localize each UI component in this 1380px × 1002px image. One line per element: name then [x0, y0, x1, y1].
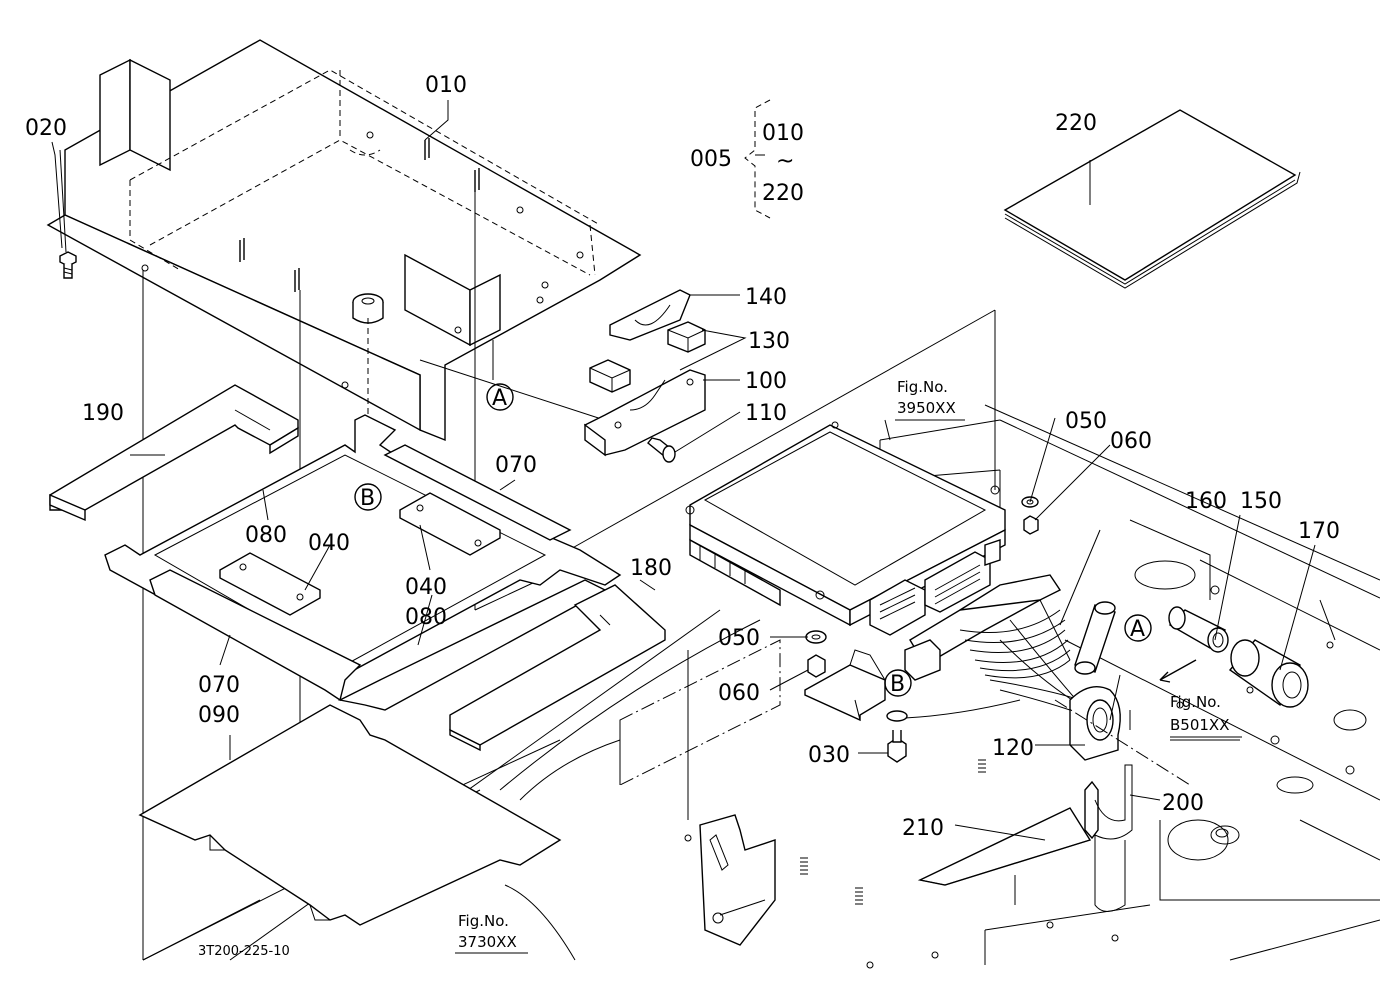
- tube-160: [1074, 601, 1116, 675]
- ref-b-mount: B: [890, 672, 905, 697]
- ref-a-cover: A: [492, 386, 507, 411]
- plate-040-b: [399, 492, 501, 556]
- callout-060-lower: 060: [718, 681, 760, 706]
- range-mark: ~: [776, 149, 794, 174]
- screw-020: [59, 149, 77, 279]
- callout-070-upper: 070: [495, 453, 537, 478]
- sheet-210: [917, 807, 1092, 905]
- callout-020: 020: [25, 116, 67, 141]
- mount-block: [804, 649, 886, 722]
- clamp-140: [609, 289, 691, 341]
- figure-refs: Fig.No. 3950XX Fig.No. B501XX Fig.No. 37…: [455, 378, 1242, 954]
- group-bracket-005: [744, 99, 771, 219]
- grommet-120: [1069, 686, 1121, 761]
- nut-060-lower: [807, 654, 826, 678]
- pad-180: [449, 584, 666, 752]
- callout-150: 150: [1240, 489, 1282, 514]
- drawing-code: 3T200-225-10: [198, 944, 290, 959]
- callout-060-upper: 060: [1110, 429, 1152, 454]
- callout-220: 220: [1055, 111, 1097, 136]
- tube-150: [1168, 606, 1229, 653]
- callout-080-lower: 080: [405, 605, 447, 630]
- fig-ref-b501-no: B501XX: [1170, 716, 1229, 734]
- callout-040-left: 040: [308, 531, 350, 556]
- callout-160: 160: [1185, 489, 1227, 514]
- panel-outline: [619, 639, 781, 786]
- clip-200: [1084, 764, 1133, 912]
- fig-ref-b501-title: Fig.No.: [1170, 693, 1221, 711]
- callout-090: 090: [198, 703, 240, 728]
- callout-190: 190: [82, 401, 124, 426]
- misc-lines: [499, 619, 1191, 961]
- callout-070-lower: 070: [198, 673, 240, 698]
- callout-200: 200: [1162, 791, 1204, 816]
- gasket-070-lower: [149, 569, 362, 702]
- plate-040-a: [219, 552, 321, 616]
- leader-lines: [51, 100, 1316, 841]
- callout-010-range: 010: [762, 121, 804, 146]
- callout-080-upper: 080: [245, 523, 287, 548]
- callout-010: 010: [425, 73, 467, 98]
- fig-ref-3950-title: Fig.No.: [897, 378, 948, 396]
- callout-labels: 010 020 005 010 ~ 220 220 140 130 100 11…: [25, 73, 1340, 841]
- callout-110: 110: [745, 401, 787, 426]
- bracket-100: [583, 369, 706, 457]
- callout-180: 180: [630, 556, 672, 581]
- fig-ref-3730-title: Fig.No.: [458, 912, 509, 930]
- controller-unit: [685, 421, 1006, 636]
- callout-130: 130: [748, 329, 790, 354]
- ref-a-harness: A: [1130, 617, 1145, 642]
- callout-170: 170: [1298, 519, 1340, 544]
- callout-050-upper: 050: [1065, 409, 1107, 434]
- screw-110: [647, 437, 676, 463]
- fig-ref-3950-no: 3950XX: [897, 399, 956, 417]
- pad-190: [49, 384, 299, 522]
- cushion-130-a: [589, 359, 631, 393]
- callout-100: 100: [745, 369, 787, 394]
- bolt-030: [886, 710, 908, 763]
- lower-bracket: [699, 814, 776, 946]
- wire-harness: [904, 574, 1086, 719]
- washer-050-lower: [805, 630, 827, 644]
- gasket-080-upper: [104, 414, 622, 691]
- ref-b-cover: B: [360, 486, 375, 511]
- callout-220-range: 220: [762, 181, 804, 206]
- chassis-frame: [684, 404, 1380, 969]
- cushion-130-b: [667, 321, 706, 353]
- ref-circles: [354, 383, 1152, 697]
- springs: [800, 759, 986, 905]
- gasket-070-upper: [383, 444, 572, 541]
- callout-050-lower: 050: [718, 626, 760, 651]
- callout-030: 030: [808, 743, 850, 768]
- callout-140: 140: [745, 285, 787, 310]
- ref-letters: A B A B: [360, 386, 1145, 697]
- sheet-220: [1003, 109, 1301, 289]
- sheet-090: [138, 704, 562, 926]
- callout-120: 120: [992, 736, 1034, 761]
- fig-ref-3730-no: 3730XX: [458, 933, 517, 951]
- nut-060-upper: [1023, 515, 1039, 535]
- sleeve-170: [1228, 639, 1309, 708]
- cover-010: [46, 39, 642, 442]
- callout-040-right: 040: [405, 575, 447, 600]
- callout-005: 005: [690, 147, 732, 172]
- callout-210: 210: [902, 816, 944, 841]
